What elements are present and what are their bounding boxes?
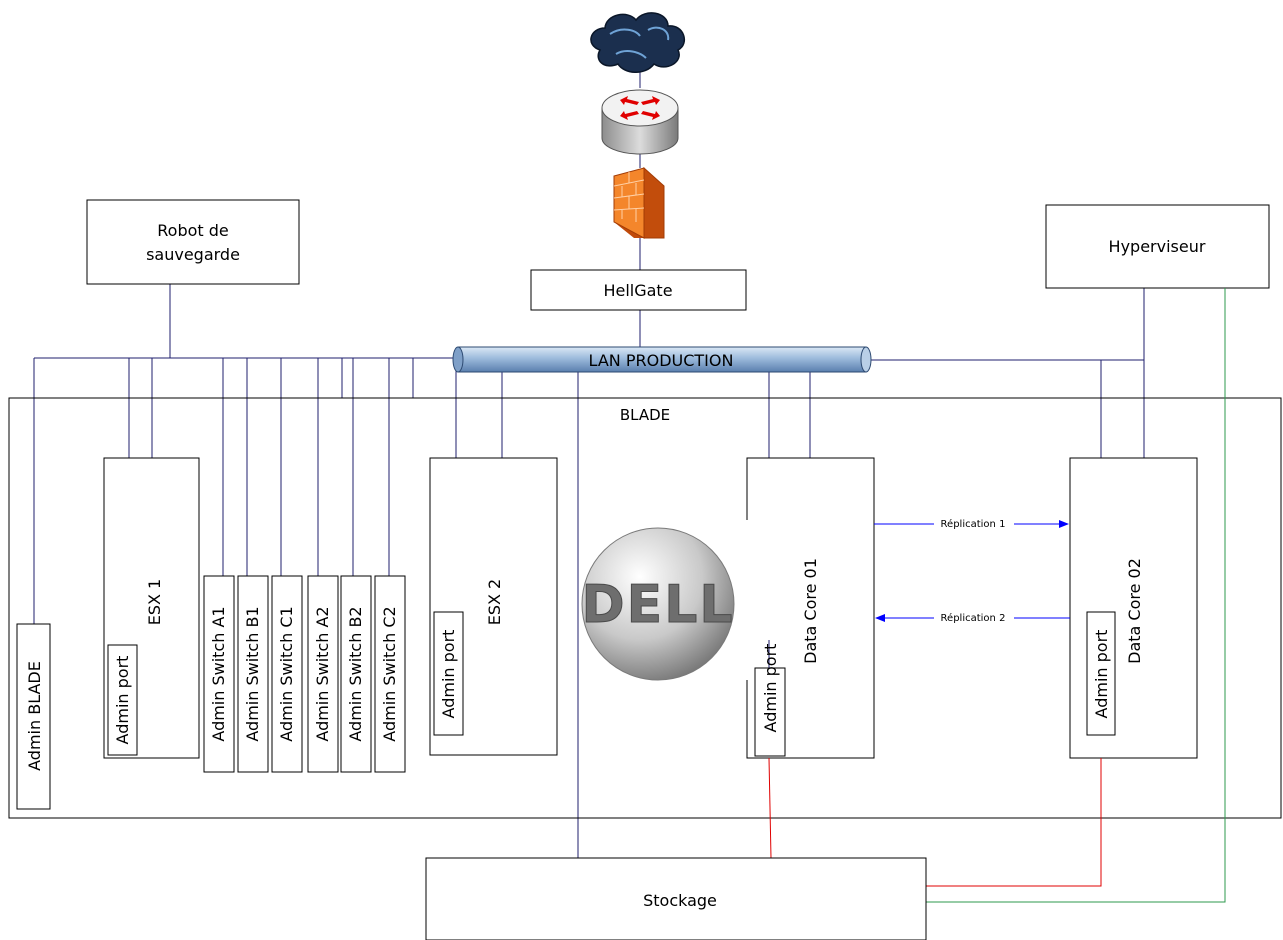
- esx2-admin-port-box: [433, 611, 464, 736]
- switch-a2-box: [307, 575, 339, 773]
- dell-logo: DELL: [581, 520, 769, 681]
- router-icon: [601, 89, 679, 155]
- switch-b2-label: Admin Switch B2: [346, 606, 365, 741]
- hyperviseur-box: [1045, 204, 1270, 289]
- hyperviseur-label: Hyperviseur: [1109, 237, 1206, 256]
- switch-c1-box: [271, 575, 303, 773]
- switch-a1-box: [203, 575, 235, 773]
- datacore02-admin-port-label: Admin port: [1092, 630, 1111, 719]
- switch-a1-label: Admin Switch A1: [209, 606, 228, 741]
- robot-box: [86, 199, 300, 285]
- esx1-label: ESX 1: [145, 579, 164, 626]
- datacore02-label: Data Core 02: [1125, 558, 1144, 664]
- esx2-admin-port-label: Admin port: [439, 630, 458, 719]
- datacore01-admin-port-box: [754, 667, 786, 757]
- dell-logo-text: DELL: [582, 575, 735, 635]
- admin-blade-box: [16, 623, 51, 810]
- cloud-icon: [590, 12, 686, 73]
- robot-label-line2: sauvegarde: [146, 245, 240, 264]
- switch-b2-box: [340, 575, 372, 773]
- hellgate-box: [530, 269, 747, 311]
- firewall-icon: [613, 166, 665, 239]
- replication-1-label: Réplication 1: [941, 518, 1006, 530]
- lan-production-label: LAN PRODUCTION: [589, 351, 734, 370]
- replication-links: Réplication 1 Réplication 2: [874, 518, 1070, 624]
- switch-b1-label: Admin Switch B1: [243, 606, 262, 741]
- switch-c1-label: Admin Switch C1: [277, 606, 296, 741]
- switch-b1-box: [237, 575, 269, 773]
- lan-production-pipe: [452, 346, 872, 373]
- esx1-admin-port-box: [107, 644, 138, 756]
- stockage-box: [425, 857, 927, 940]
- datacore01-admin-port-label: Admin port: [761, 644, 780, 733]
- storage-links: [768, 288, 1226, 903]
- switch-a2-label: Admin Switch A2: [313, 606, 332, 741]
- network-links: [33, 70, 1145, 858]
- switch-c2-box: [374, 575, 406, 773]
- switch-group: Admin Switch A1 Admin Switch B1 Admin Sw…: [203, 575, 406, 773]
- blade-label: BLADE: [620, 406, 670, 424]
- blade-chassis: [8, 397, 1282, 819]
- admin-blade-label: Admin BLADE: [25, 661, 44, 771]
- stockage-label: Stockage: [643, 891, 717, 910]
- esx1-admin-port-label: Admin port: [113, 656, 132, 745]
- datacore01-label: Data Core 01: [801, 558, 820, 664]
- datacore02-admin-port-box: [1086, 611, 1116, 736]
- switch-c2-label: Admin Switch C2: [380, 606, 399, 741]
- robot-label-line1: Robot de: [157, 221, 229, 240]
- replication-2-label: Réplication 2: [941, 612, 1006, 624]
- esx2-label: ESX 2: [485, 579, 504, 626]
- hellgate-label: HellGate: [603, 281, 672, 300]
